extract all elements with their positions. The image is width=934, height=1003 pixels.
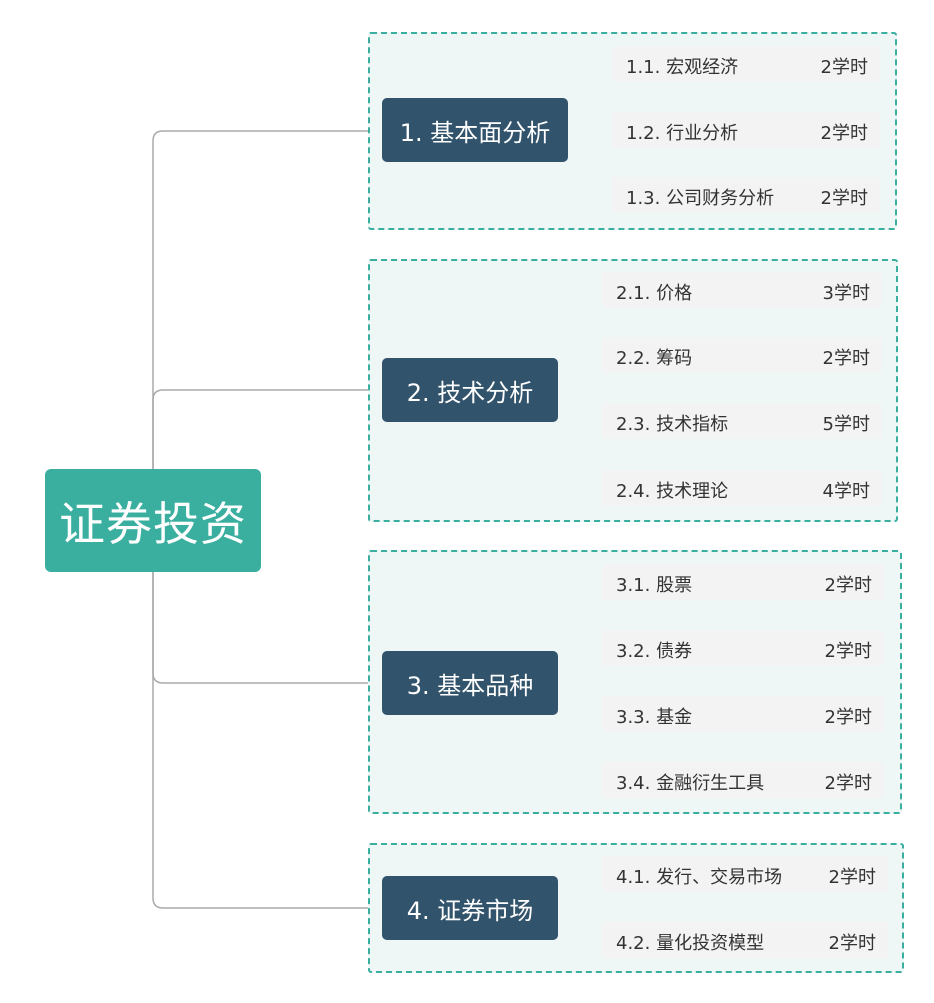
branch-label: 4. 证券市场	[406, 896, 534, 925]
trunk-line	[152, 572, 382, 684]
topic-label: 3.2. 债券	[616, 641, 693, 662]
branch-label: 1. 基本面分析	[399, 118, 551, 147]
topic-hours: 4学时	[822, 481, 870, 502]
topic-hours: 2学时	[824, 575, 872, 596]
trunk-line	[152, 130, 382, 470]
root-label: 证券投资	[59, 496, 247, 551]
topic-node[interactable]: 3.1. 股票 2学时	[602, 564, 884, 600]
topic-hours: 2学时	[828, 867, 876, 888]
topic-node[interactable]: 2.1. 价格 3学时	[602, 272, 882, 308]
topic-label: 4.2. 量化投资模型	[616, 933, 765, 954]
topic-node[interactable]: 2.2. 筹码 2学时	[602, 337, 882, 373]
topic-label: 2.2. 筹码	[616, 348, 693, 369]
topic-hours: 2学时	[822, 348, 870, 369]
trunk-line	[152, 572, 382, 909]
topic-node[interactable]: 3.4. 金融衍生工具 2学时	[602, 762, 884, 798]
topic-label: 2.3. 技术指标	[616, 414, 729, 435]
topic-label: 4.1. 发行、交易市场	[616, 867, 783, 888]
branch-node-instruments[interactable]: 3. 基本品种	[382, 651, 558, 715]
topic-node[interactable]: 3.3. 基金 2学时	[602, 696, 884, 732]
branch-node-fundamental[interactable]: 1. 基本面分析	[382, 98, 568, 162]
topic-hours: 2学时	[828, 933, 876, 954]
topic-label: 1.3. 公司财务分析	[626, 188, 775, 209]
trunk-line	[152, 389, 382, 470]
topic-node[interactable]: 1.2. 行业分析 2学时	[612, 112, 880, 148]
topic-node[interactable]: 1.3. 公司财务分析 2学时	[612, 177, 880, 213]
topic-node[interactable]: 4.2. 量化投资模型 2学时	[602, 922, 888, 958]
topic-label: 1.2. 行业分析	[626, 123, 739, 144]
topic-hours: 2学时	[820, 188, 868, 209]
branch-node-technical[interactable]: 2. 技术分析	[382, 358, 558, 422]
topic-label: 3.1. 股票	[616, 575, 693, 596]
topic-label: 1.1. 宏观经济	[626, 57, 739, 78]
topic-hours: 2学时	[824, 641, 872, 662]
topic-hours: 2学时	[824, 707, 872, 728]
topic-label: 2.1. 价格	[616, 283, 693, 304]
topic-node[interactable]: 3.2. 债券 2学时	[602, 630, 884, 666]
branch-node-market[interactable]: 4. 证券市场	[382, 876, 558, 940]
topic-node[interactable]: 2.4. 技术理论 4学时	[602, 470, 882, 506]
topic-node[interactable]: 2.3. 技术指标 5学时	[602, 403, 882, 439]
branch-label: 2. 技术分析	[406, 378, 534, 407]
branch-label: 3. 基本品种	[406, 671, 534, 700]
topic-hours: 5学时	[822, 414, 870, 435]
topic-label: 3.3. 基金	[616, 707, 693, 728]
topic-hours: 2学时	[824, 773, 872, 794]
topic-hours: 2学时	[820, 57, 868, 78]
topic-node[interactable]: 1.1. 宏观经济 2学时	[612, 46, 880, 82]
topic-node[interactable]: 4.1. 发行、交易市场 2学时	[602, 856, 888, 892]
root-node[interactable]: 证券投资	[45, 469, 261, 572]
topic-label: 2.4. 技术理论	[616, 481, 729, 502]
topic-hours: 2学时	[820, 123, 868, 144]
topic-hours: 3学时	[822, 283, 870, 304]
topic-label: 3.4. 金融衍生工具	[616, 773, 765, 794]
